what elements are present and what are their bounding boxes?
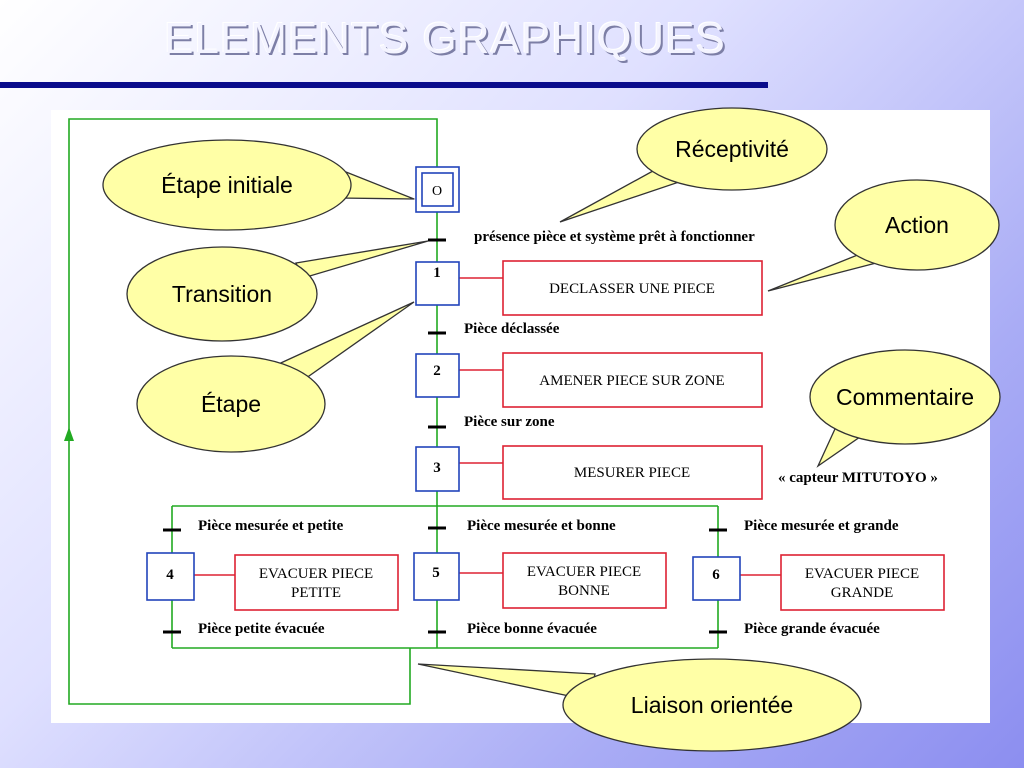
action-1-text: DECLASSER UNE PIECE: [549, 281, 715, 297]
step-4-number: 4: [166, 567, 174, 583]
action-5-line2: BONNE: [558, 583, 610, 599]
receptivity-6: Pièce grande évacuée: [744, 621, 880, 637]
step-1-number: 1: [433, 265, 441, 281]
step-6: [692, 556, 741, 601]
action-4-line1: EVACUER PIECE: [259, 566, 373, 582]
action-3-text: MESURER PIECE: [574, 465, 690, 481]
receptivity-3a: Pièce mesurée et petite: [198, 518, 344, 534]
step-6-number: 6: [712, 567, 720, 583]
step-1: [415, 261, 460, 306]
callout-etape-label: Étape: [201, 391, 261, 417]
initial-step: [415, 166, 460, 213]
transition-bars: [163, 238, 727, 634]
step-2: [415, 353, 460, 398]
callout-action-label: Action: [885, 212, 949, 238]
callout-etape: [136, 301, 415, 453]
callout-etape-initiale: [102, 139, 415, 231]
receptivity-3c: Pièce mesurée et grande: [744, 518, 899, 534]
callout-commentaire-label: Commentaire: [836, 384, 974, 410]
action-box-5: [502, 552, 667, 609]
action-6-line2: GRANDE: [831, 585, 894, 601]
callout-etape-initiale-label: Étape initiale: [161, 172, 293, 198]
callout-receptivite-label: Réceptivité: [675, 136, 789, 162]
page-title: ELEMENTS GRAPHIQUES: [164, 14, 726, 63]
receptivity-3b: Pièce mesurée et bonne: [467, 518, 616, 534]
callout-liaison: [417, 658, 862, 752]
action-box-1: [502, 260, 763, 316]
receptivity-1: Pièce déclassée: [464, 321, 560, 337]
action-box-3: [502, 445, 763, 500]
action-6-line1: EVACUER PIECE: [805, 566, 919, 582]
step-3-number: 3: [433, 460, 441, 476]
comment-text: « capteur MITUTOYO »: [778, 470, 938, 486]
callout-transition-label: Transition: [172, 281, 272, 307]
receptivity-0: présence pièce et système prêt à fonctio…: [474, 229, 755, 245]
link-arrow-icon: [64, 427, 74, 441]
step-initial-number: O: [432, 184, 442, 199]
action-box-6: [780, 554, 945, 611]
action-box-2: [502, 352, 763, 408]
step-5-number: 5: [432, 565, 440, 581]
action-box-4: [234, 554, 399, 611]
callout-commentaire: [809, 349, 1001, 468]
action-connectors: [194, 277, 781, 576]
title-underline: [0, 82, 768, 88]
callout-receptivite: [559, 107, 828, 223]
step-2-number: 2: [433, 363, 441, 379]
callout-transition: [126, 240, 429, 342]
step-3: [415, 446, 460, 492]
step-4: [146, 552, 195, 601]
action-4-line2: PETITE: [291, 585, 341, 601]
action-2-text: AMENER PIECE SUR ZONE: [539, 373, 724, 389]
callout-liaison-label: Liaison orientée: [631, 692, 793, 718]
receptivity-5: Pièce bonne évacuée: [467, 621, 597, 637]
step-5: [413, 552, 460, 601]
callout-action: [767, 179, 1000, 292]
receptivity-2: Pièce sur zone: [464, 414, 555, 430]
action-5-line1: EVACUER PIECE: [527, 564, 641, 580]
receptivity-4: Pièce petite évacuée: [198, 621, 325, 637]
